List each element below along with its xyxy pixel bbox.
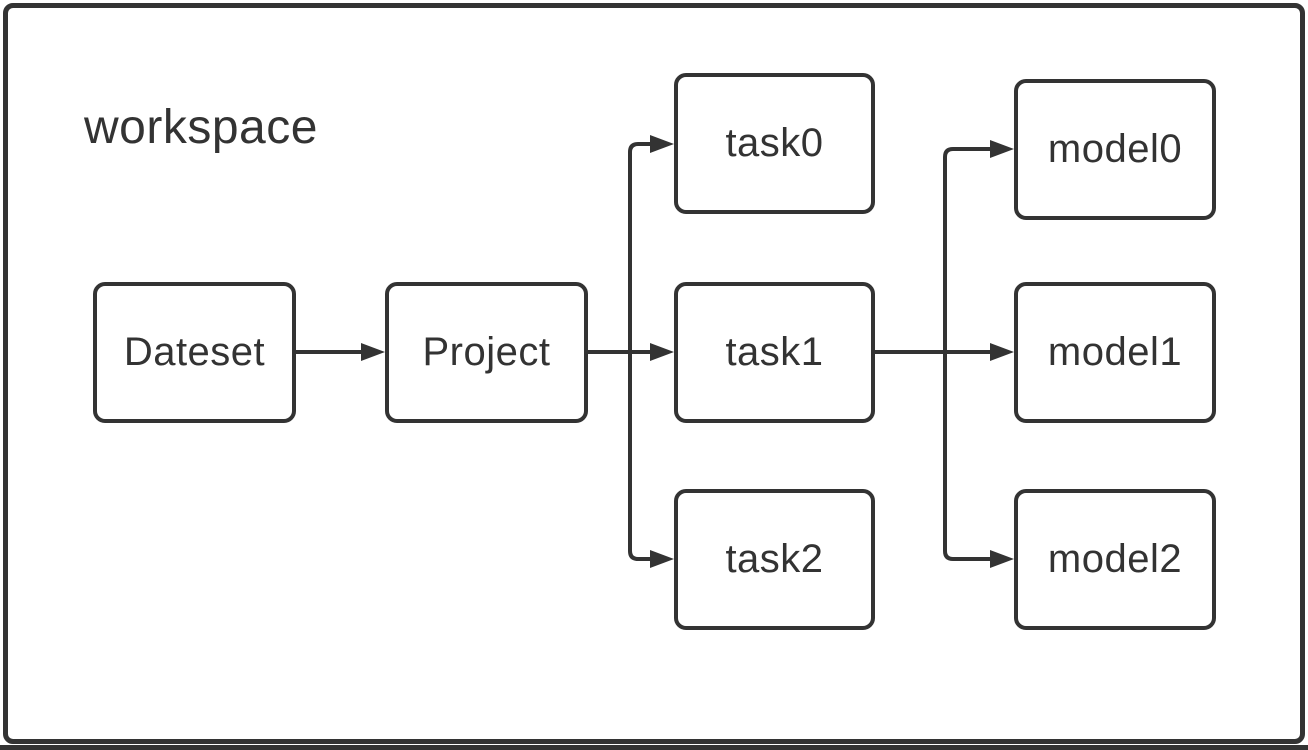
- workspace-title: workspace: [84, 101, 318, 154]
- node-model2: model2: [1014, 489, 1216, 630]
- node-dateset-label: Dateset: [123, 330, 266, 374]
- node-task2: task2: [674, 489, 875, 630]
- node-project-label: Project: [422, 330, 551, 374]
- node-task2-label: task2: [725, 537, 824, 581]
- arrowhead-task1-model0: [990, 140, 1014, 158]
- node-task1-label: task1: [725, 330, 824, 374]
- node-task0: task0: [674, 73, 875, 214]
- arrowhead-task1-model2: [990, 550, 1014, 568]
- node-project: Project: [385, 282, 588, 423]
- canvas-bottom-edge: [0, 745, 1308, 750]
- arrowhead-project-task1: [650, 343, 674, 361]
- node-model2-label: model2: [1047, 537, 1183, 581]
- arrowhead-dateset-project: [361, 343, 385, 361]
- arrowhead-project-task0: [650, 135, 674, 153]
- node-model0-label: model0: [1047, 127, 1183, 171]
- edge-project-task0: [628, 142, 651, 352]
- node-model1: model1: [1014, 282, 1216, 423]
- edge-task1-model0: [943, 147, 991, 352]
- node-model0: model0: [1014, 79, 1216, 220]
- arrowhead-project-task2: [650, 550, 674, 568]
- node-model1-label: model1: [1047, 330, 1183, 374]
- node-task1: task1: [674, 282, 875, 423]
- arrowhead-task1-model1: [990, 343, 1014, 361]
- edge-project-task2: [628, 352, 651, 561]
- workspace-frame: [3, 3, 1305, 744]
- node-dateset: Dateset: [93, 282, 296, 423]
- node-task0-label: task0: [725, 121, 824, 165]
- edge-task1-model2: [943, 352, 991, 561]
